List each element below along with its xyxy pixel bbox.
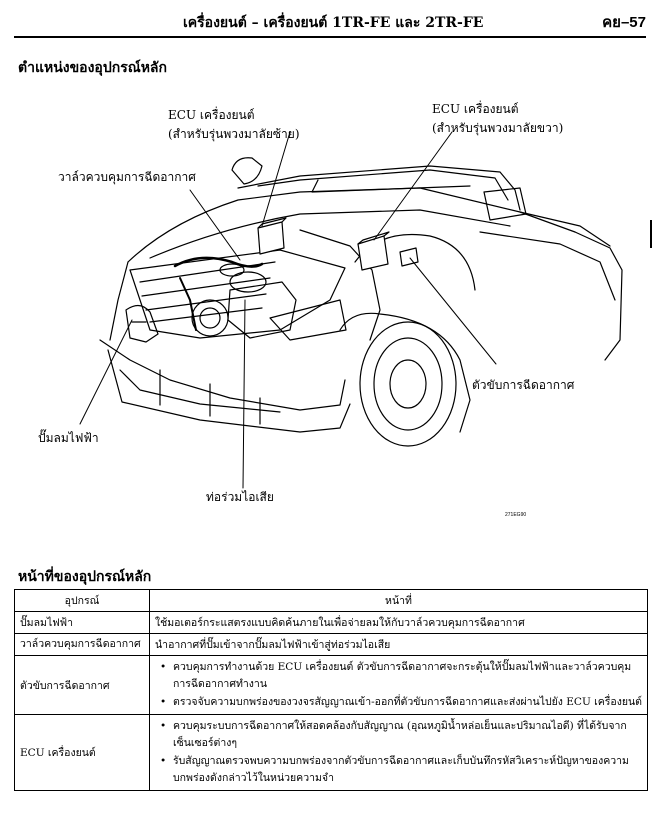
function-table: อุปกรณ์ หน้าที่ ปั๊มลมไฟฟ้า ใช้มอเตอร์กร… (14, 589, 648, 791)
row-component: วาล์วควบคุมการฉีดอากาศ (14, 633, 150, 656)
label-air-injection-valve: วาล์วควบคุมการฉีดอากาศ (58, 170, 196, 184)
row-component: ตัวขับการฉีดอากาศ (14, 655, 150, 715)
section-title-location: ตำแหน่งของอุปกรณ์หลัก (18, 60, 167, 76)
page-number: คย–57 (602, 14, 646, 31)
table-header-row: อุปกรณ์ หน้าที่ (14, 589, 648, 612)
table-row: ตัวขับการฉีดอากาศ ควบคุมการทำงานด้วย ECU… (14, 655, 648, 715)
header-title: เครื่องยนต์ – เครื่องยนต์ 1TR-FE และ 2TR… (183, 15, 484, 31)
section-title-function: หน้าที่ของอุปกรณ์หลัก (18, 569, 152, 585)
label-ecu-left-line1: ECU เครื่องยนต์ (168, 108, 255, 122)
side-tab-mark (650, 220, 652, 248)
table-row: ปั๊มลมไฟฟ้า ใช้มอเตอร์กระแสตรงแบบคิดค้นภ… (14, 611, 648, 634)
row-component: ปั๊มลมไฟฟ้า (14, 611, 150, 634)
vehicle-drawing (79, 131, 623, 489)
label-ecu-left-line2: (สำหรับรุ่นพวงมาลัยซ้าย) (168, 127, 300, 141)
row-function: นำอากาศที่ปั๊มเข้าจากปั๊มลมไฟฟ้าเข้าสู่ท… (149, 633, 648, 656)
figure-code: 271EG90 (505, 512, 527, 518)
label-exhaust-manifold: ท่อร่วมไอเสีย (206, 490, 274, 504)
label-ecu-left: ECU เครื่องยนต์ (สำหรับรุ่นพวงมาลัยซ้าย) (168, 106, 300, 144)
table-row: วาล์วควบคุมการฉีดอากาศ นำอากาศที่ปั๊มเข้… (14, 633, 648, 656)
function-item: ตรวจจับความบกพร่องของวงจรสัญญาณเข้า-ออกท… (160, 694, 642, 711)
row-function-list: ควบคุมระบบการฉีดอากาศให้สอดคล้องกับสัญญา… (149, 714, 648, 791)
vehicle-illustration: ECU เครื่องยนต์ (สำหรับรุ่นพวงมาลัยซ้าย)… (0, 80, 652, 520)
table-row: ECU เครื่องยนต์ ควบคุมระบบการฉีดอากาศให้… (14, 714, 648, 791)
label-ecu-right-line1: ECU เครื่องยนต์ (432, 102, 519, 116)
header-component: อุปกรณ์ (14, 589, 150, 612)
header-rule (14, 36, 646, 38)
row-function-list: ควบคุมการทำงานด้วย ECU เครื่องยนต์ ตัวขั… (149, 655, 648, 715)
label-air-injection-driver: ตัวขับการฉีดอากาศ (472, 378, 575, 392)
row-function: ใช้มอเตอร์กระแสตรงแบบคิดค้นภายในเพื่อจ่า… (149, 611, 648, 634)
page-header: เครื่องยนต์ – เครื่องยนต์ 1TR-FE และ 2TR… (0, 0, 652, 38)
row-component: ECU เครื่องยนต์ (14, 714, 150, 791)
header-function: หน้าที่ (149, 589, 648, 612)
function-item: รับสัญญาณตรวจพบความบกพร่องจากตัวขับการฉี… (160, 753, 642, 787)
label-ecu-right: ECU เครื่องยนต์ (สำหรับรุ่นพวงมาลัยขวา) (432, 100, 563, 138)
function-item: ควบคุมระบบการฉีดอากาศให้สอดคล้องกับสัญญา… (160, 718, 642, 752)
function-item: ควบคุมการทำงานด้วย ECU เครื่องยนต์ ตัวขั… (160, 659, 642, 693)
label-ecu-right-line2: (สำหรับรุ่นพวงมาลัยขวา) (432, 121, 564, 135)
label-electric-air-pump: ปั๊มลมไฟฟ้า (38, 431, 99, 445)
